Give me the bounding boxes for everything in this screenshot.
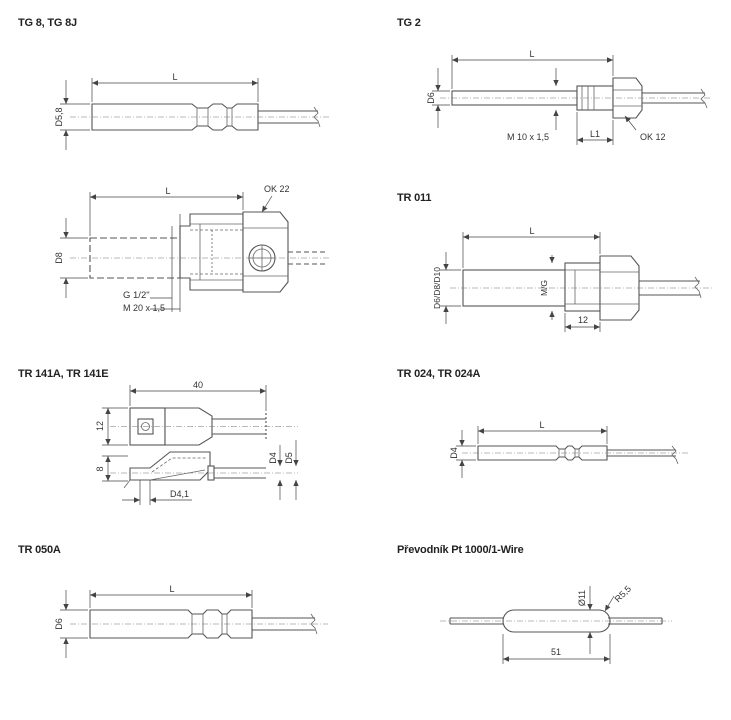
tg8-length-label: L bbox=[172, 72, 177, 82]
tr141-height-label: 8 bbox=[95, 466, 105, 471]
title-tg2: TG 2 bbox=[397, 17, 421, 29]
title-tr050: TR 050A bbox=[18, 544, 61, 556]
drawing-tg2 bbox=[432, 55, 712, 145]
tr141-length-label: 40 bbox=[193, 380, 203, 390]
tg2-diameter-label: D6 bbox=[426, 92, 436, 104]
drawing-tg8-fitting bbox=[60, 192, 330, 312]
tr141-width-label: 12 bbox=[95, 421, 105, 431]
tr011-diameter-label: D6/D8/D10 bbox=[432, 267, 442, 309]
drawing-pt1000 bbox=[440, 586, 672, 664]
tr141-d4-label: D4 bbox=[268, 452, 278, 464]
tr050-diameter-label: D6 bbox=[54, 618, 64, 630]
tg8-fitting-pipe-thread-label: G 1/2" bbox=[123, 290, 150, 301]
drawing-tr011 bbox=[440, 232, 712, 332]
drawing-tr024 bbox=[456, 426, 690, 478]
tg8-fitting-metric-thread-label: M 20 x 1,5 bbox=[123, 303, 165, 313]
title-tr011: TR 011 bbox=[397, 192, 432, 204]
tg2-thread-length-label: L1 bbox=[590, 129, 600, 139]
tr011-thread-length-label: 12 bbox=[578, 315, 588, 325]
drawing-tr050 bbox=[60, 590, 328, 658]
tr141-d5-label: D5 bbox=[284, 452, 294, 464]
tg2-length-label: L bbox=[529, 49, 534, 59]
tg2-wrench-label: OK 12 bbox=[640, 132, 666, 142]
title-tr024: TR 024, TR 024A bbox=[397, 368, 481, 380]
tr011-length-label: L bbox=[529, 226, 534, 236]
title-pt1000: Převodník Pt 1000/1-Wire bbox=[397, 544, 524, 556]
pt1000-length-label: 51 bbox=[551, 647, 561, 657]
tr050-length-label: L bbox=[169, 584, 174, 594]
tg8-diameter-label: D5,8 bbox=[54, 107, 64, 126]
tg8-fitting-wrench-label: OK 22 bbox=[264, 184, 290, 194]
tg8-fitting-diameter-label: D8 bbox=[54, 252, 64, 264]
tr141-hole-label: D4,1 bbox=[170, 489, 189, 499]
pt1000-radius-label: R5,5 bbox=[613, 584, 634, 605]
drawing-tr141 bbox=[102, 385, 299, 505]
pt1000-diameter-label: Ø11 bbox=[577, 590, 587, 606]
tr024-length-label: L bbox=[539, 420, 544, 430]
drawing-tg8 bbox=[60, 78, 330, 150]
title-tg8: TG 8, TG 8J bbox=[18, 17, 77, 29]
title-tr141: TR 141A, TR 141E bbox=[18, 368, 109, 380]
tr011-thread-label: M/G bbox=[539, 280, 549, 296]
tg2-thread-label: M 10 x 1,5 bbox=[507, 132, 549, 142]
tr024-diameter-label: D4 bbox=[449, 447, 459, 459]
tg8-fitting-length-label: L bbox=[165, 186, 170, 196]
